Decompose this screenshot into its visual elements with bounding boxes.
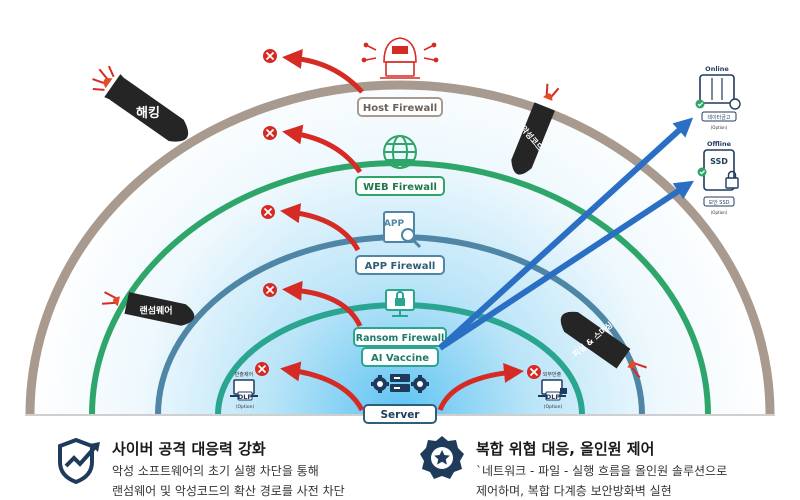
bottom-summary: 사이버 공격 대응력 강화 악성 소프트웨어의 초기 실행 차단을 통해 랜섬웨… [0, 430, 800, 500]
missile-ransomware: 랜섬웨어 [101, 291, 195, 326]
svg-text:WEB Firewall: WEB Firewall [363, 182, 437, 193]
arrow-to-offline-ssd [438, 180, 695, 351]
server-rack-icon [371, 374, 429, 393]
offline-secure-ssd: Offline SSD 보안 SSD (Option) [697, 140, 739, 215]
svg-text:외부반출: 외부반출 [543, 371, 562, 378]
arrow-to-online-vault [437, 117, 694, 351]
block-arrow-server-left [280, 361, 365, 412]
shield-growth-icon [52, 436, 104, 485]
block-x-icon-dlp-right [527, 365, 541, 379]
svg-text:보안 SSD: 보안 SSD [709, 199, 730, 206]
bottom-left-title: 사이버 공격 대응력 강화 [112, 440, 266, 458]
block-arrow-host [282, 48, 364, 94]
block-x-icon-dlp-left [255, 362, 269, 376]
bottom-left-line-2: 랜섬웨어 및 악성코드의 확산 경로를 사전 차단 [112, 484, 345, 498]
svg-text:SSD: SSD [710, 157, 728, 166]
award-badge-icon [418, 434, 466, 486]
missile-malware: 악성코드 [511, 83, 560, 175]
bottom-left-line-1: 악성 소프트웨어의 초기 실행 차단을 통해 [112, 464, 319, 478]
svg-text:(Option): (Option) [236, 404, 255, 410]
server-label: Server [363, 404, 437, 424]
svg-text:APP Firewall: APP Firewall [365, 261, 436, 272]
bottom-right-panel: 복합 위협 대응, 올인원 제어 `네트워크 - 파일 - 실행 흐름을 올인원… [476, 438, 727, 499]
svg-text:반출제어: 반출제어 [235, 371, 253, 378]
svg-text:Ransom Firewall: Ransom Firewall [356, 333, 444, 344]
block-x-icon-web [263, 126, 277, 140]
protection-arrows [437, 117, 695, 351]
check-icon-offline [697, 167, 707, 177]
lock-monitor-icon [385, 289, 415, 317]
svg-text:APP: APP [384, 219, 405, 229]
svg-text:(Option): (Option) [711, 210, 728, 215]
svg-text:Server: Server [380, 409, 420, 421]
dlp-right: 외부반출 DLP (Option) [538, 371, 567, 410]
web-firewall-label: WEB Firewall [355, 176, 445, 196]
bottom-right-line-1: `네트워크 - 파일 - 실행 흐름을 올인원 솔루션으로 [476, 464, 728, 478]
svg-text:AI Vaccine: AI Vaccine [371, 353, 429, 364]
globe-icon [383, 135, 417, 169]
ai-vaccine-label: AI Vaccine [361, 347, 439, 367]
svg-text:DLP: DLP [546, 393, 561, 401]
host-firewall-ring [25, 80, 775, 416]
block-arrow-app [280, 203, 361, 252]
svg-text:해킹: 해킹 [136, 105, 160, 121]
bottom-right-title: 복합 위협 대응, 올인원 제어 [476, 440, 655, 458]
online-data-vault: Online 데이터금고 (Option) [695, 65, 741, 130]
svg-text:DLP: DLP [238, 393, 253, 401]
svg-text:(Option): (Option) [544, 404, 563, 410]
svg-text:Online: Online [705, 65, 729, 73]
missile-hacking: 해킹 [92, 65, 189, 142]
svg-text:Host Firewall: Host Firewall [363, 103, 437, 114]
block-x-icon-ransom [263, 283, 277, 297]
check-icon-online [695, 99, 705, 109]
block-x-icon-host [263, 49, 277, 63]
block-x-icons [255, 49, 541, 379]
bottom-left-panel: 사이버 공격 대응력 강화 악성 소프트웨어의 초기 실행 차단을 통해 랜섬웨… [112, 438, 345, 499]
svg-text:데이터금고: 데이터금고 [707, 114, 730, 121]
dlp-left: 반출제어 DLP (Option) [230, 371, 258, 410]
svg-text:랜섬웨어: 랜섬웨어 [139, 305, 172, 317]
block-arrow-server-right [437, 363, 524, 412]
svg-text:Offline: Offline [707, 140, 732, 148]
block-arrow-web [282, 124, 363, 174]
app-firewall-label: APP Firewall [355, 255, 445, 275]
host-firewall-label: Host Firewall [357, 97, 443, 117]
hacker-icon [361, 37, 439, 79]
block-arrow-ransom [282, 280, 363, 328]
blocked-arrows [280, 48, 524, 412]
svg-text:(Option): (Option) [711, 125, 728, 130]
bottom-right-line-2: 제어하며, 복합 다계층 보안방화벽 실현 [476, 484, 672, 498]
ransom-firewall-label: Ransom Firewall [353, 327, 447, 347]
block-x-icon-app [261, 205, 275, 219]
app-search-icon: APP [383, 211, 422, 249]
